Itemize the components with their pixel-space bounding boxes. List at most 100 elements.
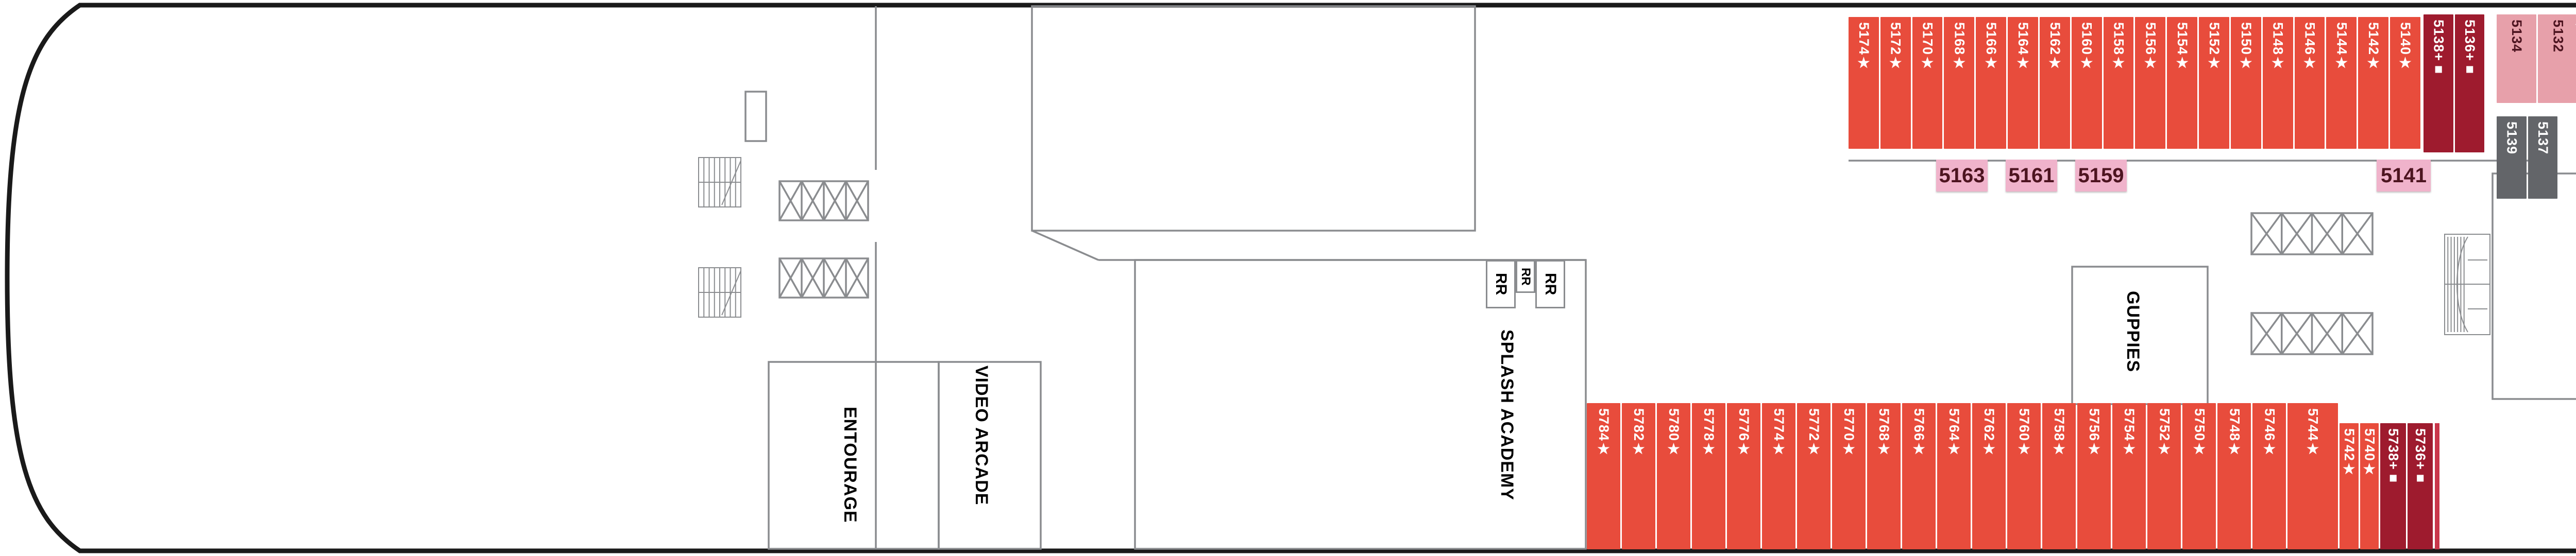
cabin-number: 5760★ (2016, 408, 2032, 458)
cabin-5152[interactable]: 5152★ (2199, 17, 2229, 149)
cabin-5766[interactable]: 5766★ (1902, 403, 1936, 549)
cabin-5740[interactable]: 5740★ (2360, 423, 2379, 549)
cabin-5154[interactable]: 5154★ (2167, 17, 2198, 149)
cabin-label-5141[interactable]: 5141 (2377, 160, 2431, 192)
cabin-5138[interactable]: 5138+■ (2424, 14, 2453, 152)
cabin-number: 5738+■ (2385, 428, 2401, 486)
cabin-5168[interactable]: 5168★ (1944, 17, 1975, 149)
cabin-number: 5740★ (2362, 428, 2378, 478)
cabin-label-5161[interactable]: 5161 (2006, 160, 2057, 192)
cabin-number: 5744★ (2305, 408, 2321, 458)
cabin-number: 5754★ (2122, 408, 2138, 458)
cabin-5170[interactable]: 5170★ (1912, 17, 1943, 149)
cabin-5752[interactable]: 5752★ (2147, 403, 2181, 549)
cabin-5134[interactable]: 5134 (2497, 14, 2537, 103)
cabin-5776[interactable]: 5776★ (1727, 403, 1761, 549)
stairs-icon (698, 267, 741, 318)
cabin-number: 5736+■ (2412, 428, 2428, 486)
cabin-number: 5139 (2504, 121, 2520, 155)
elevator-bank-icon (2250, 212, 2374, 255)
cabin-5784[interactable]: 5784★ (1587, 403, 1621, 549)
cabin-5146[interactable]: 5146★ (2294, 17, 2325, 149)
elevator-bank-icon (2250, 312, 2374, 355)
cabin-5772[interactable]: 5772★ (1797, 403, 1831, 549)
cabin-5774[interactable]: 5774★ (1762, 403, 1796, 549)
cabin-number: 5166★ (1984, 22, 1999, 72)
cabin-number: 5162★ (2047, 22, 2063, 72)
cabin-number: 5152★ (2207, 22, 2223, 72)
cabin-5174[interactable]: 5174★ (1849, 17, 1879, 149)
cabin-number: 5150★ (2238, 22, 2254, 72)
cabin-5760[interactable]: 5760★ (2007, 403, 2041, 549)
cabin-5156[interactable]: 5156★ (2135, 17, 2166, 149)
cabin-5158[interactable]: 5158★ (2103, 17, 2134, 149)
cabin-number: 5758★ (2052, 408, 2067, 458)
cabin-number: 5138+■ (2431, 20, 2447, 77)
cabin-5140[interactable]: 5140★ (2390, 17, 2420, 149)
cabin-5782[interactable]: 5782★ (1622, 403, 1656, 549)
cabin-number: 5158★ (2111, 22, 2127, 72)
connecting-rooms-icon: ↔ (2572, 15, 2576, 29)
cabin-5164[interactable]: 5164★ (2008, 17, 2038, 149)
cabin-number: 5156★ (2143, 22, 2159, 72)
cabin-number: 5148★ (2270, 22, 2286, 72)
cabin-row-top-pink: 513451325130↔512851265124↔51225120↔51185… (2497, 14, 2576, 103)
cabin-5764[interactable]: 5764★ (1937, 403, 1971, 549)
cabin-5172[interactable]: 5172★ (1880, 17, 1911, 149)
cabin-number: 5766★ (1911, 408, 1927, 458)
stairs-icon (698, 157, 741, 207)
cabin-number: 5776★ (1736, 408, 1752, 458)
cabin-5756[interactable]: 5756★ (2077, 403, 2111, 549)
cabin-5746[interactable]: 5746★ (2252, 403, 2286, 549)
cabin-5136[interactable]: 5136+■ (2454, 14, 2484, 152)
cabin-number: 5756★ (2087, 408, 2103, 458)
cabin-number: 5132 (2550, 20, 2566, 53)
cabin-5736[interactable]: 5736+■ (2407, 423, 2433, 549)
cabin-label-5163[interactable]: 5163 (1936, 160, 1988, 192)
cabin-5150[interactable]: 5150★ (2230, 17, 2261, 149)
cabin-5750[interactable]: 5750★ (2182, 403, 2216, 549)
cabin-number: 5134 (2509, 20, 2525, 53)
cabin-5139[interactable]: 5139 (2497, 116, 2527, 199)
cabin-5148[interactable]: 5148★ (2262, 17, 2293, 149)
cabin-5754[interactable]: 5754★ (2112, 403, 2146, 549)
cabin-number: 5164★ (2015, 22, 2031, 72)
cabin-number: 5154★ (2175, 22, 2191, 72)
cabin-number: 5746★ (2262, 408, 2278, 458)
cabin-5744[interactable]: 5744★ (2287, 403, 2338, 549)
fire-zone-stripe (2435, 423, 2439, 549)
restroom-2: RR (1516, 260, 1535, 293)
cabin-5778[interactable]: 5778★ (1692, 403, 1726, 549)
cabin-5758[interactable]: 5758★ (2042, 403, 2076, 549)
cabin-number: 5772★ (1806, 408, 1822, 458)
cabin-5132[interactable]: 5132 (2538, 14, 2576, 103)
cabin-number: 5742★ (2341, 428, 2357, 478)
cabin-5770[interactable]: 5770★ (1832, 403, 1866, 549)
cabin-number: 5778★ (1701, 408, 1717, 458)
cabin-number: 5768★ (1876, 408, 1892, 458)
cabin-5144[interactable]: 5144★ (2326, 17, 2357, 149)
cabin-5768[interactable]: 5768★ (1867, 403, 1901, 549)
cabin-5162[interactable]: 5162★ (2039, 17, 2070, 149)
cabin-number: 5780★ (1666, 408, 1682, 458)
venue-guppies: GUPPIES (2123, 291, 2143, 373)
cabin-5748[interactable]: 5748★ (2217, 403, 2251, 549)
cabin-5742[interactable]: 5742★ (2340, 423, 2359, 549)
structure-icons (698, 157, 2490, 355)
cabin-number: 5752★ (2157, 408, 2173, 458)
cabin-5160[interactable]: 5160★ (2071, 17, 2102, 149)
elevator-bank-icon (778, 180, 869, 221)
cabin-5142[interactable]: 5142★ (2358, 17, 2389, 149)
cabin-label-5159[interactable]: 5159 (2075, 160, 2127, 192)
cabin-5780[interactable]: 5780★ (1657, 403, 1691, 549)
cabin-5738[interactable]: 5738+■ (2380, 423, 2406, 549)
elevator-bank-icon (778, 257, 869, 299)
cabin-number: 5750★ (2192, 408, 2208, 458)
cabin-5137[interactable]: 5137 (2528, 116, 2557, 199)
cabin-number: 5770★ (1841, 408, 1857, 458)
cabin-number: 5146★ (2302, 22, 2318, 72)
cabin-5166[interactable]: 5166★ (1976, 17, 2007, 149)
cabin-5762[interactable]: 5762★ (1972, 403, 2006, 549)
stairwell-icon (2444, 234, 2490, 335)
cabin-number: 5160★ (2079, 22, 2095, 72)
